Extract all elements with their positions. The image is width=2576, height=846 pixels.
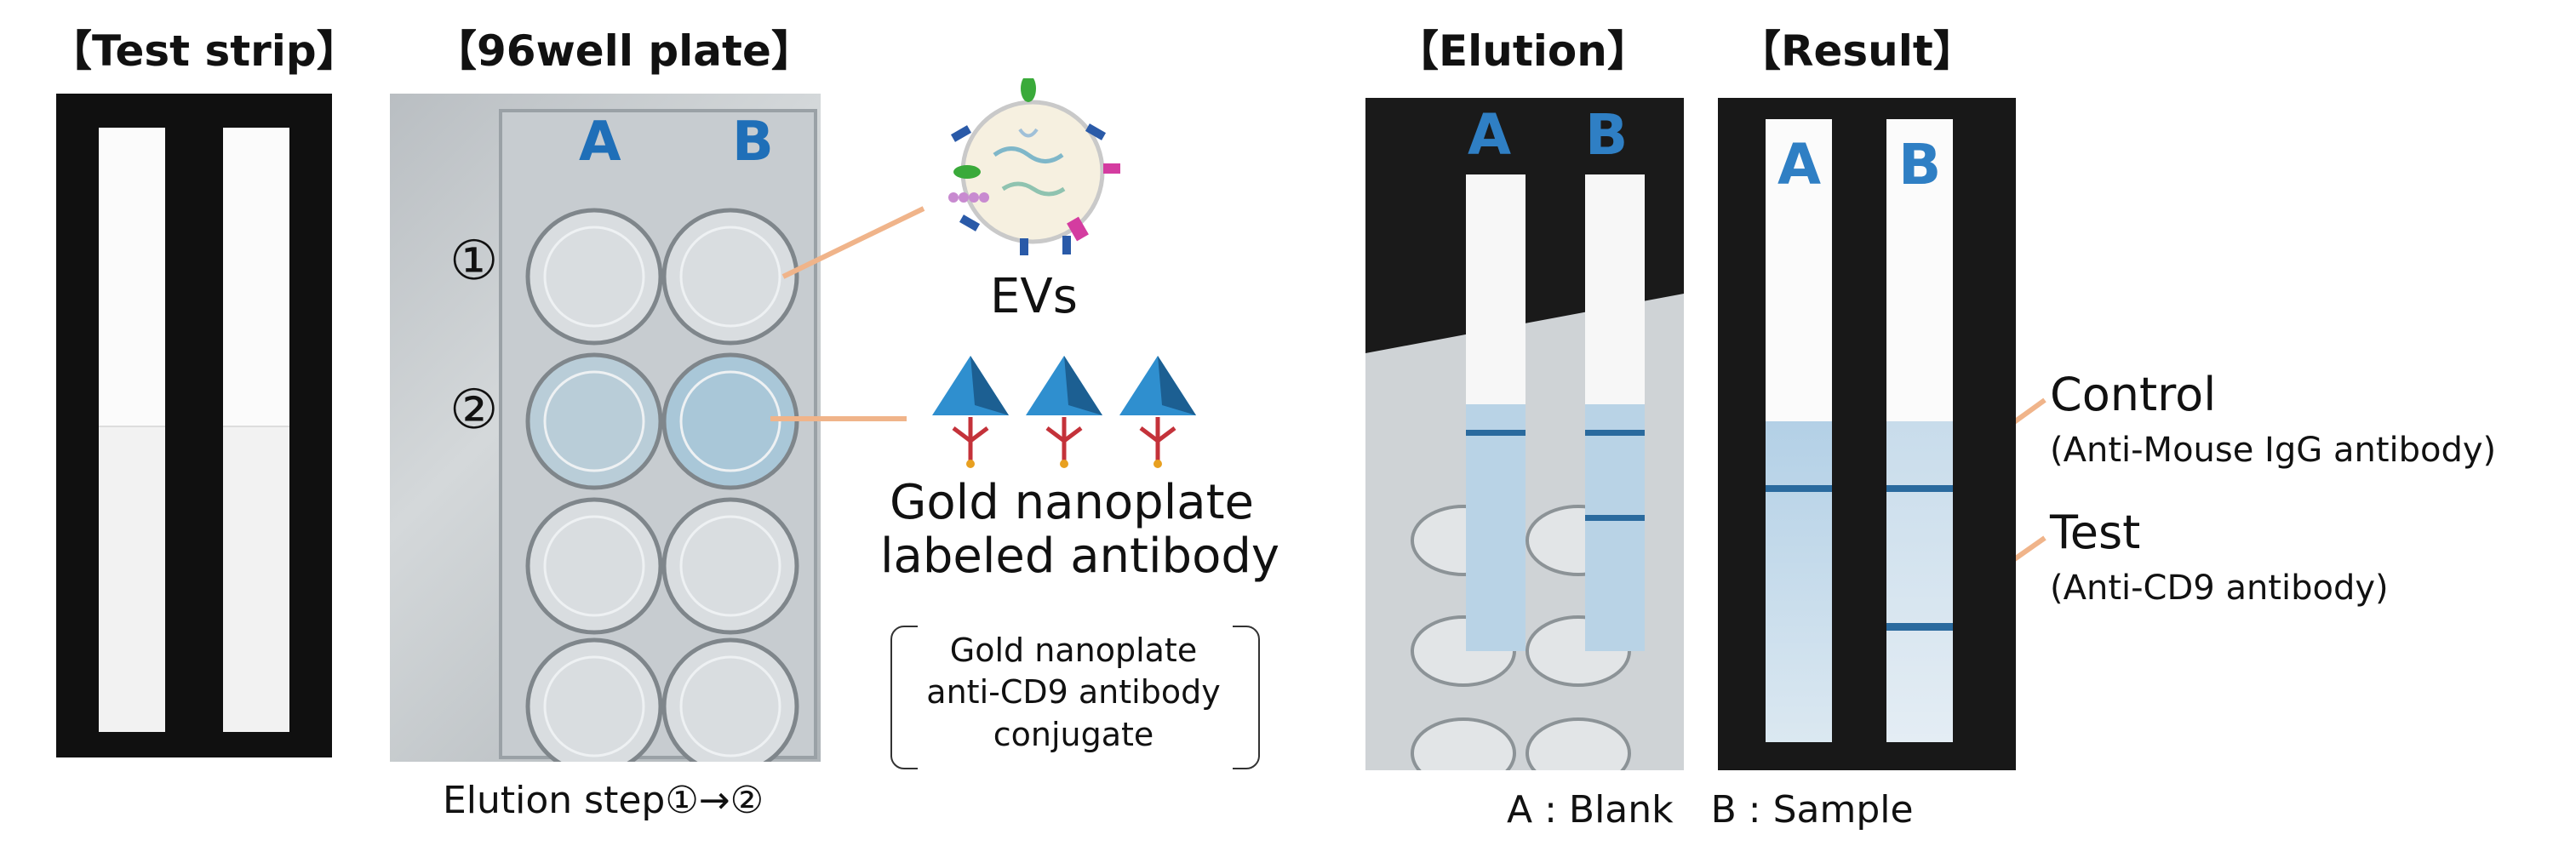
test-sublabel: (Anti-CD9 antibody) bbox=[2050, 569, 2389, 608]
result-strip-a-label: A bbox=[1777, 132, 1822, 197]
plate-caption: Elution step①→② bbox=[443, 779, 764, 822]
well-plate-photo: A B ① ② bbox=[390, 94, 821, 762]
gold-label-line1: Gold nanoplate bbox=[890, 475, 1254, 530]
result-strip-b bbox=[1886, 119, 1953, 742]
elution-well-5 bbox=[1411, 717, 1516, 770]
result-strip-a bbox=[1766, 119, 1832, 742]
well-a2 bbox=[525, 352, 663, 490]
well-b1 bbox=[661, 208, 799, 346]
evs-label: EVs bbox=[990, 269, 1078, 324]
elution-strip-b bbox=[1585, 174, 1645, 651]
elution-well-6 bbox=[1526, 717, 1631, 770]
elution-strip-a-label: A bbox=[1468, 102, 1512, 168]
gold-note-bracket bbox=[890, 624, 1260, 771]
elution-strip-a bbox=[1466, 174, 1526, 651]
title-elution: 【Elution】 bbox=[1396, 26, 1650, 76]
gold-note-line3: conjugate bbox=[993, 715, 1154, 753]
elution-photo: A B bbox=[1365, 98, 1684, 770]
well-a1 bbox=[525, 208, 663, 346]
result-strip-b-label: B bbox=[1898, 132, 1942, 197]
gold-note-line2: anti-CD9 antibody bbox=[926, 673, 1221, 712]
plate-col-b-label: B bbox=[732, 111, 774, 174]
pyramid-antibody-1 bbox=[932, 356, 1009, 468]
ev-vesicle-icon bbox=[948, 78, 1120, 255]
well-a3 bbox=[525, 497, 663, 635]
elution-strip-b-label: B bbox=[1585, 102, 1629, 168]
well-b3 bbox=[661, 497, 799, 635]
gold-note-line1: Gold nanoplate bbox=[949, 632, 1198, 669]
title-test-strip: 【Test strip】 bbox=[49, 26, 359, 76]
title-96well-plate: 【96well plate】 bbox=[434, 26, 814, 76]
elution-caption: A : Blank B : Sample bbox=[1507, 788, 1914, 832]
pyramid-antibody-3 bbox=[1119, 356, 1196, 468]
test-strip-photo bbox=[56, 94, 332, 757]
plate-col-a-label: A bbox=[579, 111, 621, 174]
control-sublabel: (Anti-Mouse IgG antibody) bbox=[2050, 431, 2497, 470]
control-label: Control bbox=[2050, 368, 2217, 421]
plate-row-2-label: ② bbox=[449, 379, 499, 442]
result-b-control-band bbox=[1886, 485, 1953, 492]
gold-label-line2: labeled antibody bbox=[880, 528, 1280, 584]
gold-note: Gold nanoplate anti-CD9 antibody conjuga… bbox=[890, 630, 1257, 756]
result-b-test-band bbox=[1886, 623, 1953, 631]
result-a-control-band bbox=[1766, 485, 1832, 492]
title-result: 【Result】 bbox=[1738, 26, 1976, 76]
test-strip-left bbox=[99, 128, 165, 732]
gold-label: Gold nanoplate labeled antibody bbox=[880, 475, 1280, 584]
test-strip-right bbox=[223, 128, 289, 732]
result-photo: A B bbox=[1718, 98, 2016, 770]
plate-row-1-label: ① bbox=[449, 230, 499, 293]
test-label: Test bbox=[2050, 506, 2141, 559]
pyramid-antibody-2 bbox=[1026, 356, 1102, 468]
gold-nanoplate-antibody-icons bbox=[932, 356, 1196, 468]
connector-evs bbox=[781, 206, 925, 279]
